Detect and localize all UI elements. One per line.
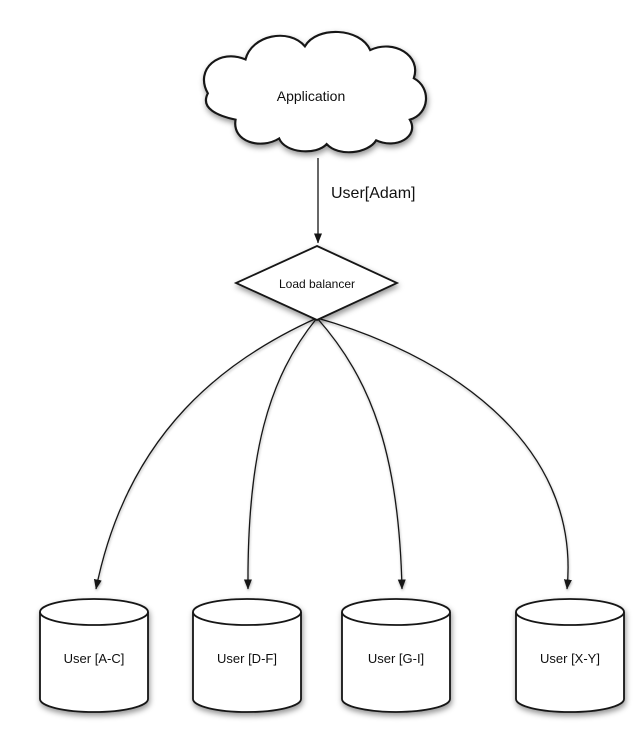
edge-label-user-adam: User[Adam] bbox=[331, 185, 415, 202]
node-application: Application bbox=[202, 30, 428, 154]
node-shard-a-c: User [A-C] bbox=[39, 598, 149, 713]
shard-a-c-label: User [A-C] bbox=[64, 651, 125, 666]
load-balancer-label: Load balancer bbox=[279, 277, 355, 291]
shard-g-i-cylinder-top bbox=[341, 598, 451, 626]
shard-a-c-cylinder-body bbox=[39, 612, 149, 713]
application-label: Application bbox=[277, 88, 346, 104]
edge-loadbalancer-to-shard-g-i bbox=[316, 317, 406, 590]
shard-d-f-label: User [D-F] bbox=[217, 651, 277, 666]
shard-x-y-cylinder-body bbox=[515, 612, 625, 713]
node-shard-d-f: User [D-F] bbox=[192, 598, 302, 713]
node-shard-x-y: User [X-Y] bbox=[515, 598, 625, 713]
shard-x-y-cylinder-top bbox=[515, 598, 625, 626]
shard-d-f-cylinder-top bbox=[192, 598, 302, 626]
load-balancer-diamond-shape bbox=[233, 245, 400, 321]
shard-d-f-cylinder-body bbox=[192, 612, 302, 713]
shard-g-i-cylinder-body bbox=[341, 612, 451, 713]
shard-g-i-label: User [G-I] bbox=[368, 651, 424, 666]
edge-application-to-loadbalancer: User[Adam] bbox=[314, 158, 415, 244]
edge-loadbalancer-to-shard-x-y bbox=[316, 317, 572, 590]
application-cloud-shape bbox=[202, 30, 428, 154]
edge-group bbox=[93, 317, 572, 590]
edge-loadbalancer-to-shard-a-c bbox=[93, 317, 318, 590]
shard-x-y-label: User [X-Y] bbox=[540, 651, 600, 666]
shard-a-c-cylinder-top bbox=[39, 598, 149, 626]
node-load-balancer: Load balancer bbox=[233, 245, 400, 321]
edge-loadbalancer-to-shard-d-f bbox=[243, 317, 318, 590]
node-shard-g-i: User [G-I] bbox=[341, 598, 451, 713]
